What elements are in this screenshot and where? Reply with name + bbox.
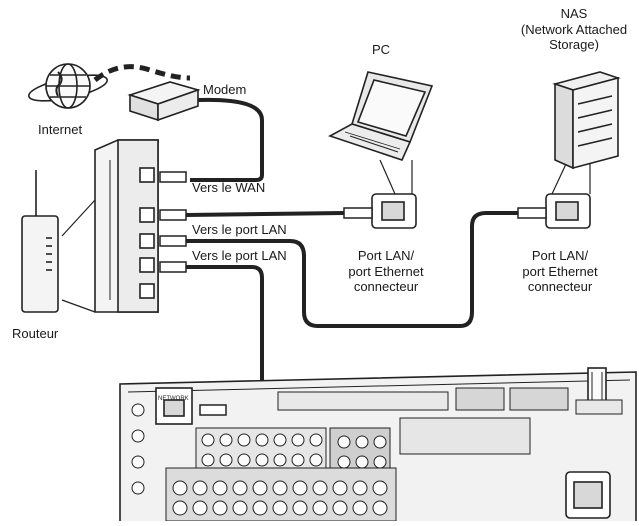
pc-plug [343, 207, 373, 219]
pc-port-line-3: connecteur [353, 279, 419, 295]
globe-icon [28, 63, 108, 109]
receiver-jacks [131, 403, 388, 516]
router-switch-body [94, 139, 159, 313]
router-label: Routeur [12, 326, 59, 341]
nas-port-label: Port LAN/ port Ethernet connecteur [500, 248, 620, 295]
router-icon [21, 170, 59, 313]
cable-modem-wan [190, 97, 264, 182]
nas-port-line-3: connecteur [527, 279, 593, 295]
receiver-network-label: NETWORK [158, 396, 189, 402]
pc-lan-port [371, 193, 417, 229]
nas-subtitle-2: Storage) [549, 37, 599, 53]
nas-title: NAS [560, 6, 588, 21]
nas-icon [552, 71, 621, 170]
pc-label: PC [372, 42, 391, 57]
nas-label: NAS (Network Attached Storage) [512, 6, 636, 53]
laptop-icon [328, 71, 434, 161]
cable-router-pc [185, 211, 345, 217]
pc-port-label: Port LAN/ port Ethernet connecteur [326, 248, 446, 295]
nas-port-line-2: port Ethernet [522, 263, 598, 279]
nas-subtitle-1: (Network Attached [520, 21, 628, 37]
to-wan-label: Vers le WAN [192, 180, 266, 195]
nas-lan-port [545, 193, 591, 229]
to-lan-label-1: Vers le port LAN [192, 222, 287, 237]
nas-port-line-1: Port LAN/ [531, 248, 589, 263]
nas-plug [517, 207, 547, 219]
internet-link [93, 64, 191, 82]
modem-icon [127, 81, 201, 122]
internet-label: Internet [38, 122, 83, 137]
modem-label: Modem [203, 82, 247, 97]
cable-router-nas [186, 211, 518, 328]
to-lan-label-2: Vers le port LAN [192, 248, 287, 263]
pc-port-line-2: port Ethernet [348, 263, 424, 279]
router-plugs [159, 171, 187, 273]
pc-port-line-1: Port LAN/ [357, 248, 415, 263]
